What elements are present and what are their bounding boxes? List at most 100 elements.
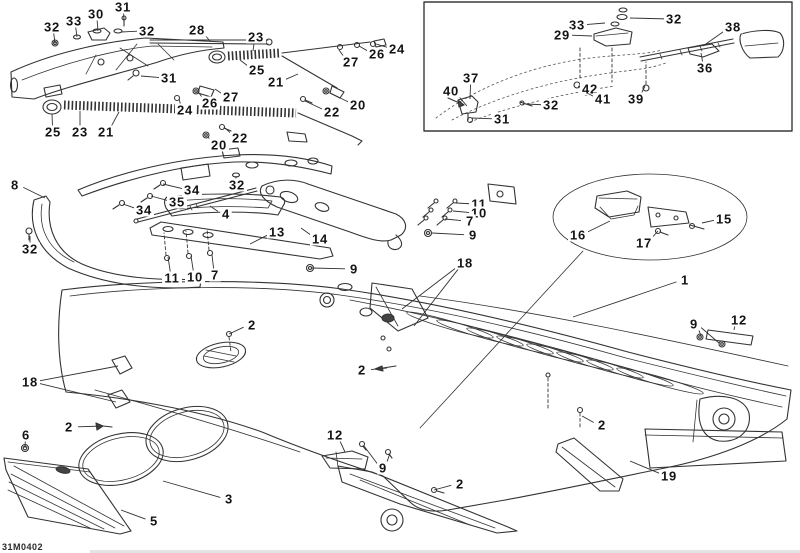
callout-14-label: 14	[312, 232, 328, 247]
leader-line	[38, 382, 117, 403]
callout-33-label: 33	[569, 18, 585, 33]
callout-11-label: 11	[164, 271, 179, 286]
callout-label-mask	[167, 195, 187, 209]
callout-label-mask	[209, 268, 221, 282]
callout-label-mask	[348, 262, 360, 276]
callout-10-label: 10	[187, 270, 203, 285]
callout-13-label: 13	[269, 225, 285, 240]
leader-line	[304, 100, 324, 111]
callout-label-mask	[220, 207, 232, 221]
callout-41-label: 41	[595, 92, 611, 107]
leader-line	[23, 186, 46, 199]
callout-32-label: 32	[139, 24, 155, 39]
callout-label-mask	[325, 428, 345, 442]
callout-32-label: 32	[229, 178, 245, 193]
callout-label-mask	[322, 105, 342, 119]
callout-2-label: 2	[456, 477, 464, 492]
callout-label-mask	[634, 236, 654, 250]
callout-label-mask	[175, 103, 195, 117]
callout-label-mask	[492, 112, 512, 126]
leader-line	[211, 254, 215, 270]
callout-label-mask	[223, 492, 235, 506]
callout-25-label: 25	[45, 125, 61, 140]
callout-32-label: 32	[22, 242, 38, 257]
leader-line	[629, 460, 661, 475]
callout-19-label: 19	[661, 469, 677, 484]
callout-label-mask	[580, 82, 600, 96]
callout-2-label: 2	[248, 318, 256, 333]
main-body	[58, 281, 792, 534]
callout-label-mask	[162, 271, 182, 285]
leader-line	[284, 73, 299, 81]
callout-29-label: 29	[554, 28, 570, 43]
callout-5-label: 5	[150, 514, 158, 529]
callout-22-label: 22	[324, 105, 340, 120]
callout-27-label: 27	[343, 55, 359, 70]
callout-36-label: 36	[697, 61, 713, 76]
leader-line	[209, 205, 219, 212]
callout-26-label: 26	[369, 47, 385, 62]
bulkhead-and-arms	[77, 147, 517, 273]
leader-line	[162, 183, 184, 190]
callout-label-mask	[729, 313, 749, 327]
callout-label-mask	[714, 212, 734, 226]
callout-label-mask	[246, 318, 258, 332]
callout-40-label: 40	[443, 84, 459, 99]
callout-3-label: 3	[225, 492, 233, 507]
callout-6-label: 6	[22, 428, 30, 443]
callout-9-label: 9	[469, 228, 477, 243]
leader-line	[700, 52, 704, 63]
callout-7-label: 7	[466, 214, 474, 229]
leader-line	[120, 30, 139, 33]
callout-label-mask	[659, 469, 679, 483]
callout-label-mask	[20, 375, 40, 389]
callout-2-label: 2	[598, 418, 606, 433]
leader-line	[190, 255, 194, 272]
callout-23-label: 23	[248, 30, 264, 45]
latch-detail-circle	[419, 173, 748, 429]
callout-label-mask	[185, 270, 205, 284]
callout-label-mask	[20, 242, 40, 256]
leader-line	[525, 103, 543, 106]
callout-label-mask	[247, 63, 267, 77]
leader-line	[581, 415, 595, 423]
callout-8-label: 8	[11, 178, 19, 193]
callout-label-mask	[159, 71, 179, 85]
callout-label-mask	[20, 428, 32, 442]
callout-34-label: 34	[184, 183, 200, 198]
callout-label-mask	[455, 256, 475, 270]
callout-20-label: 20	[211, 138, 227, 153]
callout-label-mask	[70, 125, 90, 139]
callout-label-mask	[593, 92, 613, 106]
leader-line	[700, 327, 720, 344]
callout-label-mask	[230, 131, 250, 145]
callout-label-mask	[567, 18, 587, 32]
leader-line	[110, 111, 120, 128]
callout-label-mask	[209, 138, 229, 152]
callout-12-label: 12	[327, 428, 343, 443]
callout-label-mask	[9, 178, 21, 192]
callout-21-label: 21	[268, 75, 284, 90]
callout-9-label: 9	[379, 461, 387, 476]
leader-line	[585, 22, 606, 26]
leader-line	[252, 42, 255, 52]
callout-12-label: 12	[731, 313, 747, 328]
leader-line	[329, 92, 350, 104]
leader-line	[375, 43, 389, 49]
leader-line	[401, 266, 459, 310]
callout-label-mask	[187, 23, 207, 37]
leader-line	[339, 439, 346, 453]
callout-label-mask	[356, 363, 368, 377]
leader-line	[572, 281, 677, 318]
callout-35-label: 35	[169, 195, 185, 210]
callout-33-label: 33	[66, 14, 82, 29]
leader-line	[311, 267, 346, 270]
callout-24-label: 24	[389, 42, 405, 57]
callout-label-mask	[664, 12, 684, 26]
leader-line	[701, 219, 716, 224]
callout-label-mask	[246, 30, 266, 44]
leader-line	[51, 113, 53, 127]
leader-line	[75, 26, 78, 38]
